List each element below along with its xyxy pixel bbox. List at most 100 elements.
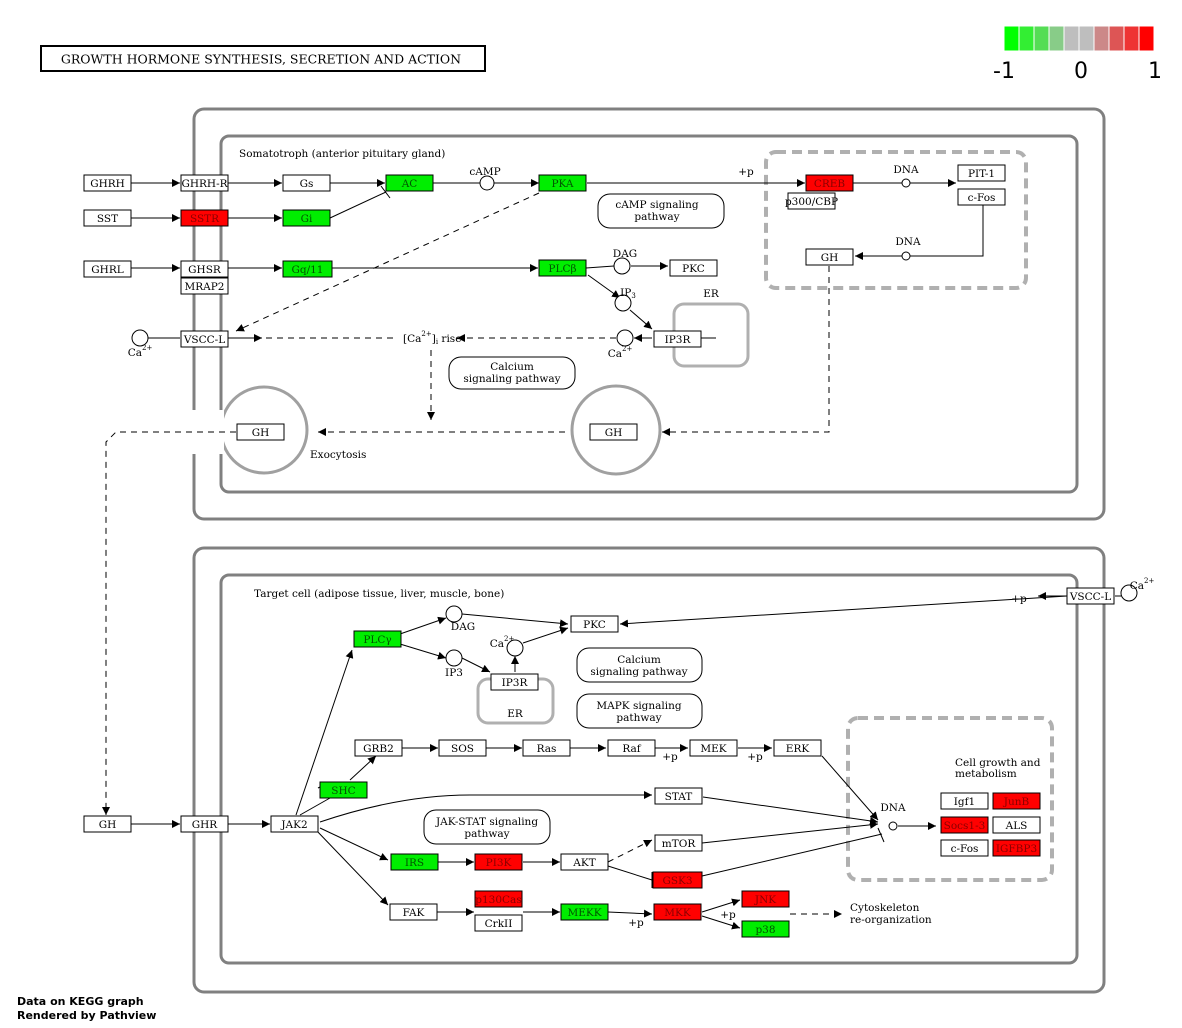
gene-node-jnk[interactable]: JNK xyxy=(741,890,790,908)
gene-box-irs[interactable] xyxy=(390,853,439,871)
gene-node-gs[interactable]: Gs xyxy=(282,174,331,192)
gene-node-gi[interactable]: Gi xyxy=(282,209,331,227)
gene-node-ip3r1[interactable]: IP3R xyxy=(653,330,702,348)
gene-node-jak2[interactable]: JAK2 xyxy=(270,815,319,833)
gene-node-ghsr[interactable]: GHSR xyxy=(180,260,229,278)
gene-box-shc[interactable] xyxy=(319,781,368,799)
gene-node-igf1[interactable]: Igf1 xyxy=(940,792,989,810)
gene-box-sstr[interactable] xyxy=(180,209,229,227)
gene-box-sos[interactable] xyxy=(438,739,487,757)
gene-box-sst[interactable] xyxy=(83,209,132,227)
gene-box-cfos2[interactable] xyxy=(940,839,989,857)
gene-box-gh2[interactable] xyxy=(236,423,285,441)
gene-box-vscc1[interactable] xyxy=(180,330,229,348)
gene-node-ras[interactable]: Ras xyxy=(522,739,571,757)
gene-box-mrap2[interactable] xyxy=(180,277,229,295)
gene-box-erk[interactable] xyxy=(773,739,822,757)
gene-box-mek[interactable] xyxy=(689,739,738,757)
gene-node-pit1[interactable]: PIT-1 xyxy=(957,164,1006,182)
gene-node-socs[interactable]: Socs1-3 xyxy=(940,816,989,834)
gene-node-mtor[interactable]: mTOR xyxy=(654,834,703,852)
gene-box-jnk[interactable] xyxy=(741,890,790,908)
gene-box-als[interactable] xyxy=(992,816,1041,834)
gene-box-grb2[interactable] xyxy=(354,739,403,757)
calcium-pathway-box-2[interactable] xyxy=(576,647,703,683)
gene-node-sos[interactable]: SOS xyxy=(438,739,487,757)
gene-box-ac[interactable] xyxy=(385,174,434,192)
gene-node-ghrl[interactable]: GHRL xyxy=(83,260,132,278)
gene-node-gh2[interactable]: GH xyxy=(236,423,285,441)
gene-node-creb[interactable]: CREB xyxy=(805,174,854,192)
gene-box-ghrl[interactable] xyxy=(83,260,132,278)
gene-box-mekk[interactable] xyxy=(560,903,609,921)
gene-box-vscc2[interactable] xyxy=(1066,587,1115,605)
gene-box-pi3k[interactable] xyxy=(474,853,523,871)
gene-node-mekk[interactable]: MEKK xyxy=(560,903,609,921)
gene-box-p130[interactable] xyxy=(474,890,523,908)
gene-node-p38[interactable]: p38 xyxy=(741,920,790,938)
gene-box-p38[interactable] xyxy=(741,920,790,938)
gene-box-ghrhr[interactable] xyxy=(180,174,229,192)
gene-node-plcg[interactable]: PLCγ xyxy=(353,630,402,648)
gene-node-p130[interactable]: p130Cas xyxy=(474,890,523,908)
gene-node-sstr[interactable]: SSTR xyxy=(180,209,229,227)
gene-box-pkc2[interactable] xyxy=(570,615,619,633)
gene-box-jak2[interactable] xyxy=(270,815,319,833)
gene-node-ghr[interactable]: GHR xyxy=(180,815,229,833)
gene-node-sst[interactable]: SST xyxy=(83,209,132,227)
gene-node-fak[interactable]: FAK xyxy=(389,903,438,921)
gene-box-ghr[interactable] xyxy=(180,815,229,833)
gene-node-mkk[interactable]: MKK xyxy=(653,903,702,921)
gene-box-cfos1[interactable] xyxy=(957,188,1006,206)
gene-node-junb[interactable]: JunB xyxy=(992,792,1041,810)
gene-box-p300[interactable] xyxy=(787,192,836,210)
gene-node-gq[interactable]: Gq/11 xyxy=(282,260,333,278)
mapk-pathway-box[interactable] xyxy=(576,693,703,729)
gene-box-socs[interactable] xyxy=(940,816,989,834)
gene-node-pka[interactable]: PKA xyxy=(538,174,587,192)
gene-node-stat[interactable]: STAT xyxy=(654,787,703,805)
gene-node-vscc2[interactable]: VSCC-L xyxy=(1066,587,1115,605)
gene-node-crkii[interactable]: CrkII xyxy=(474,914,523,932)
calcium-pathway-box-1[interactable] xyxy=(448,356,576,390)
gene-box-gs[interactable] xyxy=(282,174,331,192)
gene-box-pkc1[interactable] xyxy=(669,259,718,277)
gene-node-ip3r2[interactable]: IP3R xyxy=(490,673,539,691)
gene-box-creb[interactable] xyxy=(805,174,854,192)
gene-node-gsk3[interactable]: GSK3 xyxy=(652,871,703,889)
gene-box-crkii[interactable] xyxy=(474,914,523,932)
gene-node-mrap2[interactable]: MRAP2 xyxy=(180,277,229,295)
gene-box-stat[interactable] xyxy=(654,787,703,805)
gene-box-junb[interactable] xyxy=(992,792,1041,810)
gene-box-ghrh[interactable] xyxy=(83,174,132,192)
gene-node-vscc1[interactable]: VSCC-L xyxy=(180,330,229,348)
gene-node-gh1[interactable]: GH xyxy=(805,248,854,266)
gene-box-pka[interactable] xyxy=(538,174,587,192)
gene-box-fak[interactable] xyxy=(389,903,438,921)
gene-box-plcb[interactable] xyxy=(538,259,587,277)
gene-box-mkk[interactable] xyxy=(653,903,702,921)
gene-node-plcb[interactable]: PLCβ xyxy=(538,259,587,277)
gene-node-raf[interactable]: Raf xyxy=(607,739,656,757)
gene-node-gh3[interactable]: GH xyxy=(589,423,638,441)
gene-box-plcg[interactable] xyxy=(353,630,402,648)
gene-node-shc[interactable]: SHC xyxy=(319,781,368,799)
camp-pathway-box[interactable] xyxy=(597,193,725,229)
gene-box-gq[interactable] xyxy=(282,260,333,278)
gene-box-pit1[interactable] xyxy=(957,164,1006,182)
gene-box-gsk3[interactable] xyxy=(652,871,703,889)
gene-node-pkc2[interactable]: PKC xyxy=(570,615,619,633)
gene-box-ghsr[interactable] xyxy=(180,260,229,278)
gene-box-gh1[interactable] xyxy=(805,248,854,266)
jakstat-pathway-box[interactable] xyxy=(423,809,551,845)
gene-box-akt[interactable] xyxy=(560,853,609,871)
gene-box-gh4[interactable] xyxy=(83,815,132,833)
gene-node-grb2[interactable]: GRB2 xyxy=(354,739,403,757)
gene-box-mtor[interactable] xyxy=(654,834,703,852)
gene-node-gh4[interactable]: GH xyxy=(83,815,132,833)
gene-node-als[interactable]: ALS xyxy=(992,816,1041,834)
gene-node-cfos2[interactable]: c-Fos xyxy=(940,839,989,857)
gene-node-ghrh[interactable]: GHRH xyxy=(83,174,132,192)
gene-node-p300[interactable]: p300/CBP xyxy=(785,192,838,210)
gene-box-ip3r2[interactable] xyxy=(490,673,539,691)
